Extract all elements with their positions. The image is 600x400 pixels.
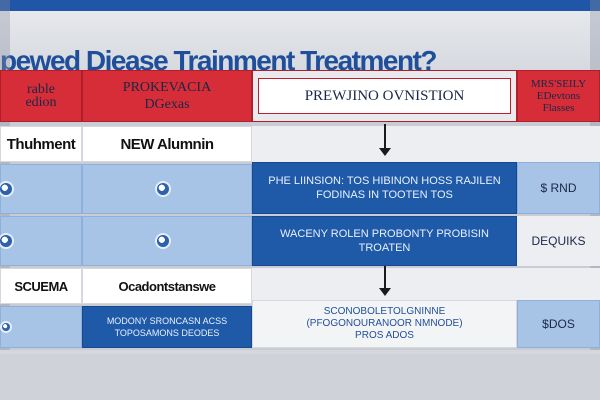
row5-col2-line2: (PFOGONOURANOOR NMNODE) <box>306 318 463 329</box>
row3-col1 <box>82 216 252 266</box>
dot-icon <box>0 183 12 195</box>
row1-col0: Thuhment <box>0 126 82 162</box>
row2-col2-line2: FODINAS IN TOOTEN TOS <box>316 189 453 201</box>
row4-col0: SCUEMA <box>0 268 82 304</box>
row2-col2-line1: PHE LIINSION: TOS HIBINON HOSS RAJILEN <box>268 175 501 187</box>
dot-icon <box>2 323 10 331</box>
row3-col0 <box>0 216 82 266</box>
row5-col1: MODONY SRONCASN ACSS TOPOSAMONS DEODES <box>82 306 252 348</box>
dot-icon <box>157 183 169 195</box>
row5-col2: SCONOBOLETOLGNINNE (PFOGONOURANOOR NMNOD… <box>252 300 517 348</box>
row2-col1 <box>82 164 252 214</box>
row5-col0 <box>0 306 82 348</box>
header-col-0: rable edion <box>0 70 82 122</box>
dot-icon <box>157 235 169 247</box>
header-col-3: MRS'SEILY EDevtons Flasses <box>517 70 600 122</box>
row3-col3: DEQUIKS <box>517 216 600 266</box>
row2-col0 <box>0 164 82 214</box>
title-band: pewed Diease Trainment Treatment? <box>0 11 600 76</box>
row2-col3: $ RND <box>517 162 600 214</box>
row5-col1-line1: MODONY SRONCASN ACSS <box>106 316 228 326</box>
dot-icon <box>0 235 12 247</box>
arrow-down-icon <box>379 124 391 156</box>
header-col-1: PROKEVACIA DGexas <box>82 70 252 122</box>
row3-col2: WACENY ROLEN PROBONTY PROBISIN TROATEN <box>252 216 517 266</box>
row5-col2-line3: PROS ADOS <box>355 330 414 341</box>
header-col-2-frame: PREWJINO OVNISTION <box>252 70 517 122</box>
bottom-area <box>0 354 600 400</box>
row4-col3 <box>517 268 600 304</box>
row5-col2-line1: SCONOBOLETOLGNINNE <box>323 306 446 317</box>
row5-col3: $DOS <box>517 300 600 348</box>
row1-col3 <box>517 126 600 162</box>
row5-col1-line2: TOPOSAMONS DEODES <box>114 328 220 338</box>
arrow-down-icon <box>379 266 391 296</box>
row4-col1: Ocadontstanswe <box>82 268 252 304</box>
bottom-separator <box>0 350 600 354</box>
top-bar <box>0 0 600 11</box>
row2-col2: PHE LIINSION: TOS HIBINON HOSS RAJILEN F… <box>252 162 517 214</box>
row1-col1: NEW Alumnin <box>82 126 252 162</box>
header-col-2: PREWJINO OVNISTION <box>258 78 511 114</box>
